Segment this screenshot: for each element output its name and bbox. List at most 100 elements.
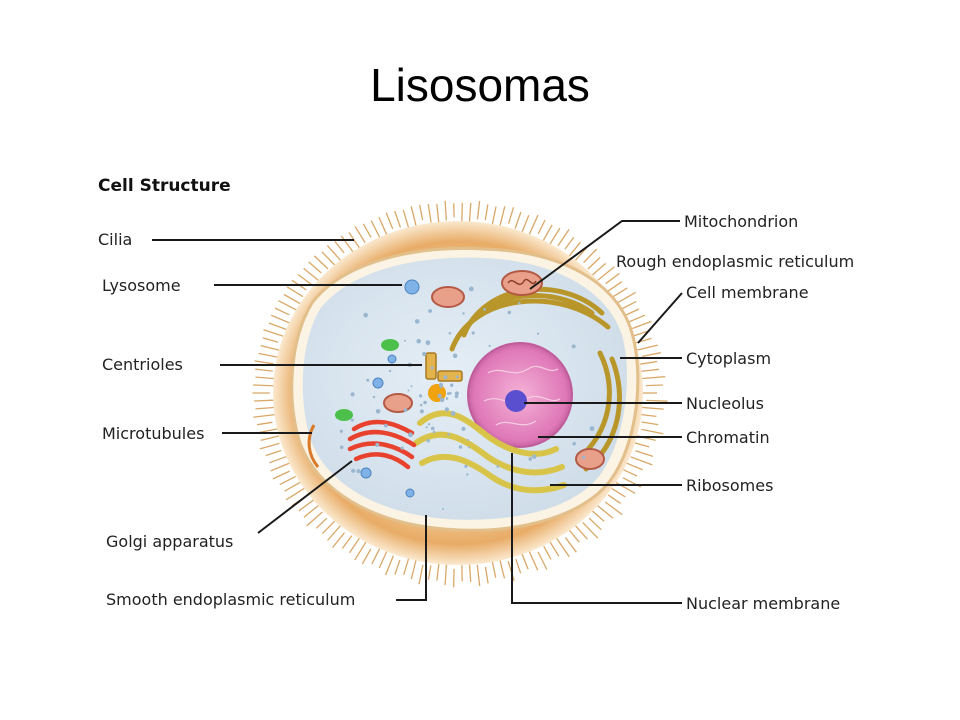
cilium-strand [303, 267, 322, 283]
ribosome-dot [410, 385, 413, 388]
cilium-strand [286, 286, 304, 298]
cilium-strand [622, 300, 637, 310]
centrioles-shape [425, 352, 463, 382]
cilium-strand [270, 461, 293, 472]
cilium-strand [614, 481, 636, 494]
cilium-strand [498, 557, 506, 579]
cilium-strand [403, 556, 410, 575]
ribosome-dot [426, 439, 430, 443]
ribosome-dot [467, 446, 471, 449]
cilium-strand [498, 206, 506, 228]
cilium-strand [253, 413, 275, 418]
cilium-strand [254, 360, 274, 365]
ribosome-dot [375, 442, 380, 447]
cilium-strand [542, 224, 553, 243]
ribosome-dot [471, 331, 475, 335]
ribosome-dot [439, 385, 443, 389]
cilium-strand [274, 307, 290, 316]
ribosome-dot [461, 426, 466, 431]
mitochondrion-shape [383, 270, 605, 470]
cilium-strand [564, 537, 577, 553]
ribosome-dot [414, 319, 420, 324]
cilium-strand [567, 528, 580, 543]
ribosome-dot [528, 457, 533, 461]
cilium-strand [327, 523, 343, 541]
ribosome-dot [350, 392, 355, 397]
cilium-strand [639, 360, 658, 365]
cilium-strand [260, 344, 282, 352]
ribosome-dot [416, 338, 422, 344]
cilium-strand [630, 456, 653, 466]
cilium-strand [642, 352, 661, 358]
cilium-strand [418, 564, 424, 585]
nucleolus-shape [505, 390, 527, 412]
ribosome-dot [452, 353, 458, 359]
cilium-strand [646, 399, 668, 402]
cilium-strand [340, 235, 354, 253]
ribosome-dot [571, 344, 576, 349]
cilium-strand [476, 564, 481, 587]
ribosome-dot [455, 375, 459, 379]
ribosome-dot [430, 426, 435, 431]
cilium-strand [361, 548, 372, 565]
ribosome-dot [439, 397, 445, 403]
ribosome-dot [507, 310, 511, 315]
label-golgi-apparatus: Golgi apparatus [106, 532, 233, 551]
ribosome-dot [366, 378, 370, 382]
cilium-strand [256, 421, 273, 426]
ribosome-dot [443, 375, 448, 380]
cilium-strand [385, 212, 394, 230]
ribosome-dot [422, 351, 427, 357]
cilium-strand [326, 244, 342, 262]
ribosome-dot [425, 426, 428, 429]
ribosome-dot [483, 308, 486, 311]
cilium-strand [362, 223, 372, 238]
cilium-strand [468, 202, 472, 225]
cilium-strand [254, 399, 274, 402]
cilium-strand [255, 368, 273, 372]
cilium-strand [587, 257, 601, 270]
ribosome-dot [419, 409, 424, 414]
label-centrioles: Centrioles [102, 355, 183, 374]
ribosome-dots [339, 286, 595, 510]
ribosome-dot [430, 366, 434, 370]
ribosome-dot [404, 339, 407, 342]
ribosome-dot [466, 438, 469, 441]
ribosome-dot [350, 418, 354, 422]
ribosome-dot [582, 455, 586, 459]
ribosome-dot [496, 465, 500, 468]
cilium-strand [604, 501, 623, 516]
cilium-strand [298, 498, 315, 512]
cilium-strand [641, 421, 659, 426]
ribosome-dot [400, 446, 404, 450]
cilium-strand [279, 475, 296, 486]
ribosome-dot [447, 433, 450, 436]
ribosome-dot [437, 393, 442, 398]
ribosome-dot [458, 445, 463, 449]
cilium-strand [371, 548, 381, 565]
cilium-strand [640, 406, 664, 410]
label-mitochondrion: Mitochondrion [684, 212, 798, 231]
label-chromatin: Chromatin [686, 428, 770, 447]
cell-diagram: Cell Structure [92, 163, 908, 623]
ribosome-dot [408, 432, 413, 438]
label-cilia: Cilia [98, 230, 132, 249]
ribosome-dot [351, 468, 356, 473]
cilium-strand [537, 219, 546, 235]
cilium-strand [491, 560, 497, 578]
cilium-strand [370, 220, 382, 240]
smooth-er-shape [413, 410, 567, 494]
cilia-fringe [252, 200, 668, 588]
cilium-strand [514, 211, 522, 229]
cilium-strand [605, 272, 620, 285]
cilium-strand [285, 487, 306, 501]
ribosome-dot [384, 423, 388, 428]
centrosome-shape [428, 384, 446, 402]
cilium-strand [278, 300, 298, 312]
cilium-strand [270, 314, 291, 324]
cilium-strand [378, 216, 389, 238]
cilium-strand [354, 226, 366, 244]
ribosome-dot [432, 430, 436, 434]
label-smooth-er: Smooth endoplasmic reticulum [106, 590, 355, 609]
cilium-strand [265, 449, 282, 457]
